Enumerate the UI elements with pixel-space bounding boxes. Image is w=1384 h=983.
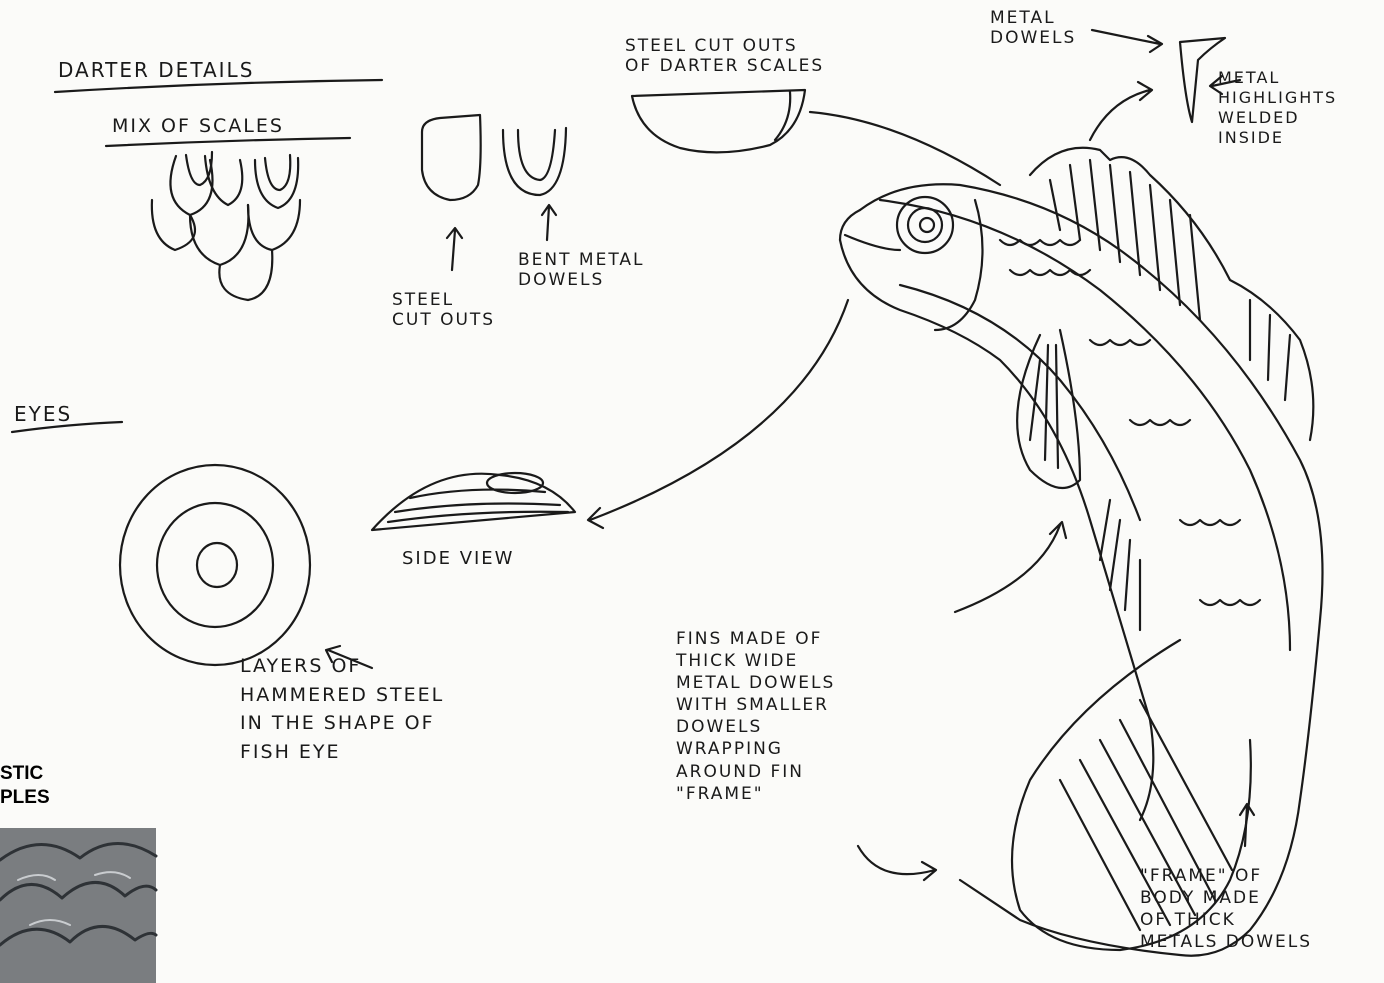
label-steel-cutouts-scales: STEEL CUT OUTS OF DARTER SCALES [625,36,824,77]
scale-bowl-drawing [632,90,805,152]
bowl-to-fish-curve [810,112,1000,185]
scale-cluster-drawing [152,152,300,300]
arrow-fish-to-detail [1090,82,1152,140]
label-steel-cutouts: STEEL CUT OUTS [392,290,495,331]
arrow-fins-frame [858,846,936,880]
section-eyes: EYES [14,402,72,426]
eye-target-drawing [120,465,310,665]
label-bent-metal-dowels: BENT METAL DOWELS [518,250,644,291]
fish-drawing [840,148,1323,956]
label-metal-dowels: METAL DOWELS [990,8,1076,49]
label-metal-highlights: METAL HIGHLIGHTS WELDED INSIDE [1218,68,1337,148]
steel-cutout-drawing [422,115,481,200]
mix-underline [106,138,350,146]
arrow-metal-dowels [1092,30,1162,52]
label-layers-hammered: LAYERS OF HAMMERED STEEL IN THE SHAPE OF… [240,652,444,766]
label-fins-made: FINS MADE OF THICK WIDE METAL DOWELS WIT… [676,628,835,805]
arrow-fins-up [955,522,1066,612]
eye-side-view-drawing [372,473,575,530]
section-mix-of-scales: MIX OF SCALES [112,115,284,138]
label-side-view: SIDE VIEW [402,548,514,570]
label-frame-of-body: "FRAME" OF BODY MADE OF THICK METALS DOW… [1140,865,1312,953]
fish-to-sideview-curve [588,300,848,528]
scale-sample-photo [0,828,156,983]
arrow-steel [447,228,462,270]
artistic-samples-label: STIC PLES [0,762,50,810]
arrow-dowel [542,205,556,240]
section-darter-details: DARTER DETAILS [58,58,254,82]
bent-dowel-drawing [503,128,566,195]
